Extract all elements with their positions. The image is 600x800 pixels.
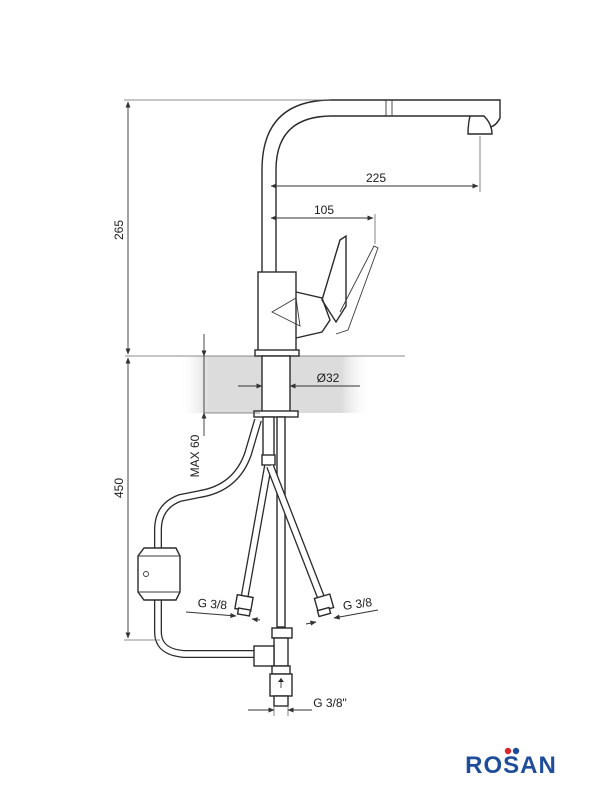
faucet-body (254, 99, 501, 357)
logo-dot-blue (512, 747, 520, 755)
dimension-left-inlet-thread: G 3/8 (185, 596, 261, 623)
brand-name: ROSAN (465, 752, 557, 779)
dim-label-right-inlet-thread: G 3/8 (342, 595, 373, 613)
dimension-hose-length: 450 (112, 357, 160, 641)
dim-label-spout-reach: 225 (366, 171, 386, 185)
dim-label-total-height: 265 (112, 220, 126, 240)
dim-label-max-deck-thickness: MAX 60 (188, 434, 202, 477)
outlet-tee (253, 627, 293, 707)
logo-dots (504, 747, 520, 755)
dimension-total-height: 265 (112, 99, 330, 355)
dimension-max-deck-thickness: MAX 60 (188, 334, 260, 477)
logo-dot-red (504, 747, 512, 755)
dim-label-lever-reach: 105 (314, 203, 334, 217)
dimension-lever-reach: 105 (270, 203, 376, 244)
pullout-hose-loop (137, 418, 262, 658)
dim-label-left-inlet-thread: G 3/8 (197, 596, 228, 613)
under-deck-assembly (253, 355, 299, 628)
dim-label-hose-length: 450 (112, 478, 126, 498)
dimension-outlet-thread: G 3/8" (248, 696, 347, 716)
dimension-spout-reach: 225 (270, 136, 481, 192)
dimension-right-inlet-thread: G 3/8 (305, 595, 379, 626)
dim-label-hole-diameter: Ø32 (317, 371, 340, 385)
dimension-hole-diameter: Ø32 (238, 371, 360, 389)
brand-logo: ROSAN (452, 744, 572, 784)
flexible-hoses (234, 464, 335, 618)
dim-label-outlet-thread: G 3/8" (313, 696, 347, 710)
